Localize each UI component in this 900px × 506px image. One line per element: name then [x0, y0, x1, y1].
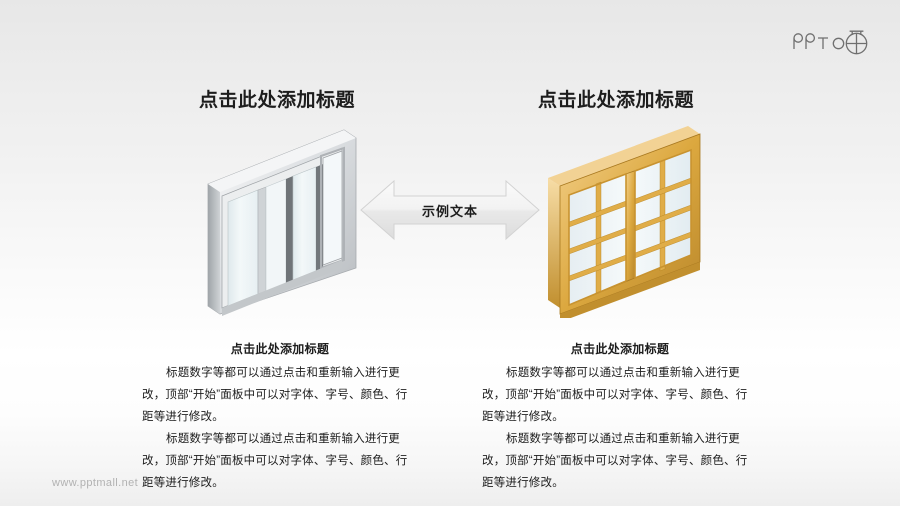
left-paragraph-1: 标题数字等都可以通过点击和重新输入进行更改，顶部“开始”面板中可以对字体、字号、… — [142, 367, 408, 423]
left-main-title: 点击此处添加标题 — [199, 90, 356, 111]
footer-url: www.pptmall.net — [52, 477, 139, 489]
left-sub-title: 点击此处添加标题 — [230, 342, 330, 356]
right-main-title: 点击此处添加标题 — [538, 90, 695, 111]
sliding-window-icon — [196, 118, 368, 318]
double-headed-arrow-icon — [360, 179, 540, 241]
double-arrow-connector: 示例文本 — [358, 172, 542, 248]
brand-logo[interactable]: PPT — [790, 27, 886, 59]
left-text-block: 点击此处添加标题 标题数字等都可以通过点击和重新输入进行更改，顶部“开始”面板中… — [142, 340, 418, 494]
right-text-block: 点击此处添加标题 标题数字等都可以通过点击和重新输入进行更改，顶部“开始”面板中… — [482, 340, 758, 494]
right-paragraph-1: 标题数字等都可以通过点击和重新输入进行更改，顶部“开始”面板中可以对字体、字号、… — [482, 367, 748, 423]
left-paragraph-2: 标题数字等都可以通过点击和重新输入进行更改，顶部“开始”面板中可以对字体、字号、… — [142, 433, 408, 489]
wooden-window-icon — [538, 118, 716, 318]
right-paragraph-2: 标题数字等都可以通过点击和重新输入进行更改，顶部“开始”面板中可以对字体、字号、… — [482, 433, 748, 489]
arrow-label: 示例文本 — [421, 203, 478, 219]
right-sub-title: 点击此处添加标题 — [570, 342, 670, 356]
